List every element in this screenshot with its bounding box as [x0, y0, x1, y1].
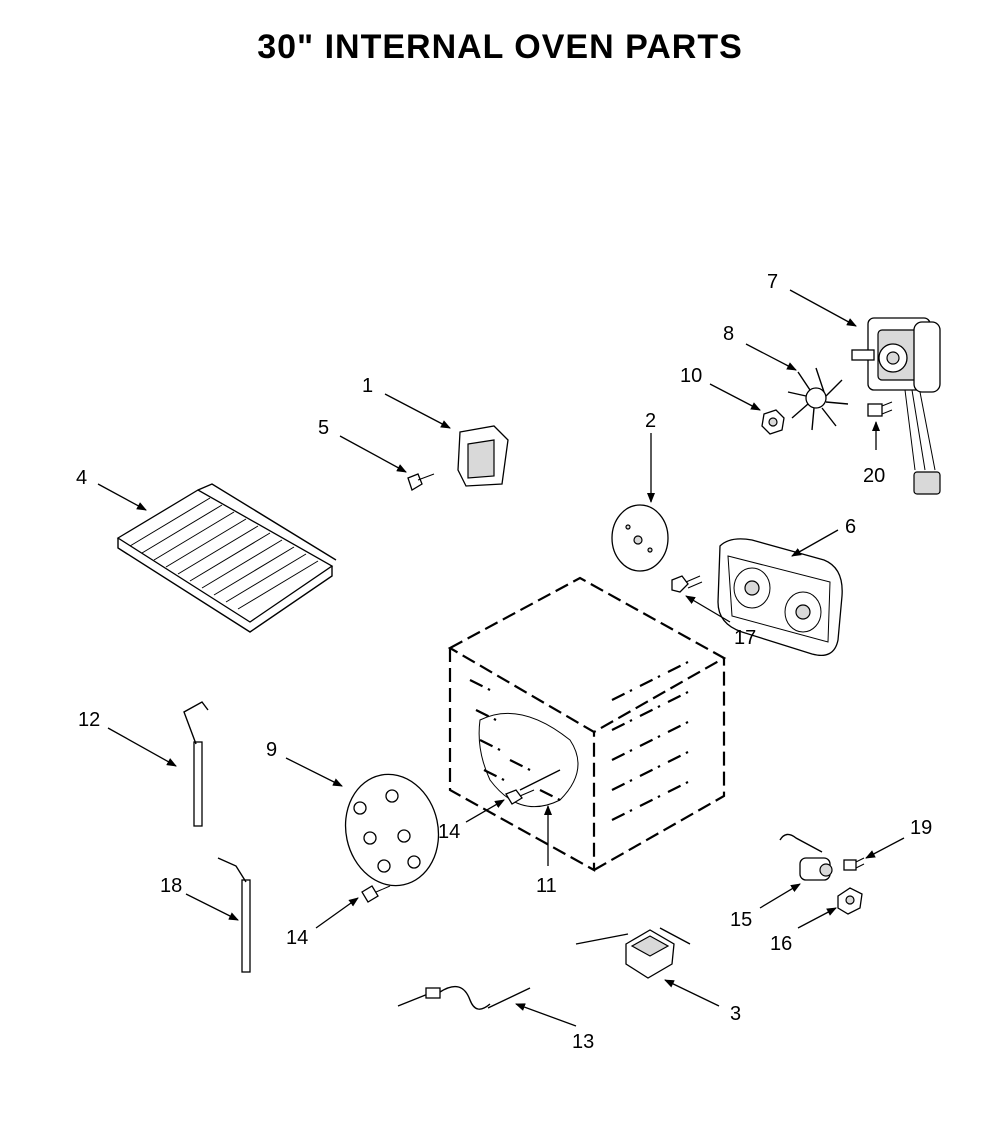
leader-19 — [865, 837, 905, 859]
callout-4: 4 — [76, 467, 87, 489]
leader-8 — [745, 343, 797, 371]
leader-3 — [664, 979, 720, 1007]
callout-18: 18 — [160, 875, 182, 897]
callout-8: 8 — [723, 323, 734, 345]
part-14-screw-b[interactable] — [361, 885, 391, 903]
callout-10: 10 — [680, 365, 702, 387]
leader-14a — [465, 799, 505, 823]
diagram-title: 30" INTERNAL OVEN PARTS — [257, 28, 743, 66]
leader-18 — [185, 893, 239, 921]
leader-10 — [709, 383, 761, 411]
callout-6: 6 — [845, 516, 856, 538]
leader-16 — [797, 907, 837, 929]
callout-7: 7 — [767, 271, 778, 293]
leader-9 — [285, 757, 343, 787]
callout-16: 16 — [770, 933, 792, 955]
oven-cavity — [447, 576, 727, 872]
callout-14a: 14 — [438, 821, 460, 843]
callout-20: 20 — [863, 465, 885, 487]
leader-15 — [759, 883, 801, 909]
part-6-rear-panel[interactable] — [717, 538, 843, 657]
part-1-bracket[interactable] — [457, 425, 509, 487]
part-12-sensor[interactable] — [183, 701, 209, 827]
callout-2: 2 — [645, 410, 656, 432]
callout-15: 15 — [730, 909, 752, 931]
leader-4 — [97, 483, 147, 511]
callout-1: 1 — [362, 375, 373, 397]
part-4-oven-rack[interactable] — [116, 483, 337, 633]
leader-7 — [789, 289, 857, 327]
callout-17: 17 — [734, 627, 756, 649]
callout-11: 11 — [536, 875, 557, 897]
callout-9: 9 — [266, 739, 277, 761]
leader-13 — [515, 1003, 577, 1027]
part-7-convection-motor[interactable] — [851, 317, 941, 495]
leader-12 — [107, 727, 177, 767]
callout-14b: 14 — [286, 927, 308, 949]
part-9-cover-plate[interactable] — [335, 766, 448, 895]
part-5-screw[interactable] — [407, 473, 435, 491]
part-11-element[interactable] — [519, 769, 561, 791]
callout-12: 12 — [78, 709, 100, 731]
part-13-temperature-probe[interactable] — [397, 985, 531, 1010]
part-18-sensor[interactable] — [217, 857, 251, 973]
leader-6 — [791, 529, 839, 557]
part-3-thermostat[interactable] — [575, 927, 691, 979]
leader-1 — [384, 393, 451, 429]
part-16-nut[interactable] — [837, 887, 863, 915]
callout-19: 19 — [910, 817, 932, 839]
part-19-screw[interactable] — [843, 857, 865, 871]
part-15-thermal-fuse[interactable] — [779, 833, 833, 881]
part-10-nut[interactable] — [761, 409, 785, 435]
part-8-fan-blade[interactable] — [787, 367, 849, 431]
leader-17 — [685, 595, 731, 623]
callout-3: 3 — [730, 1003, 741, 1025]
callout-13: 13 — [572, 1031, 594, 1053]
callout-5: 5 — [318, 417, 329, 439]
part-2-fan-guard[interactable] — [611, 504, 669, 572]
part-14-screw-a[interactable] — [505, 789, 535, 805]
leader-5 — [339, 435, 407, 473]
leader-14b — [315, 897, 359, 929]
part-20-screw[interactable] — [867, 401, 893, 417]
part-17-screw[interactable] — [671, 575, 703, 593]
